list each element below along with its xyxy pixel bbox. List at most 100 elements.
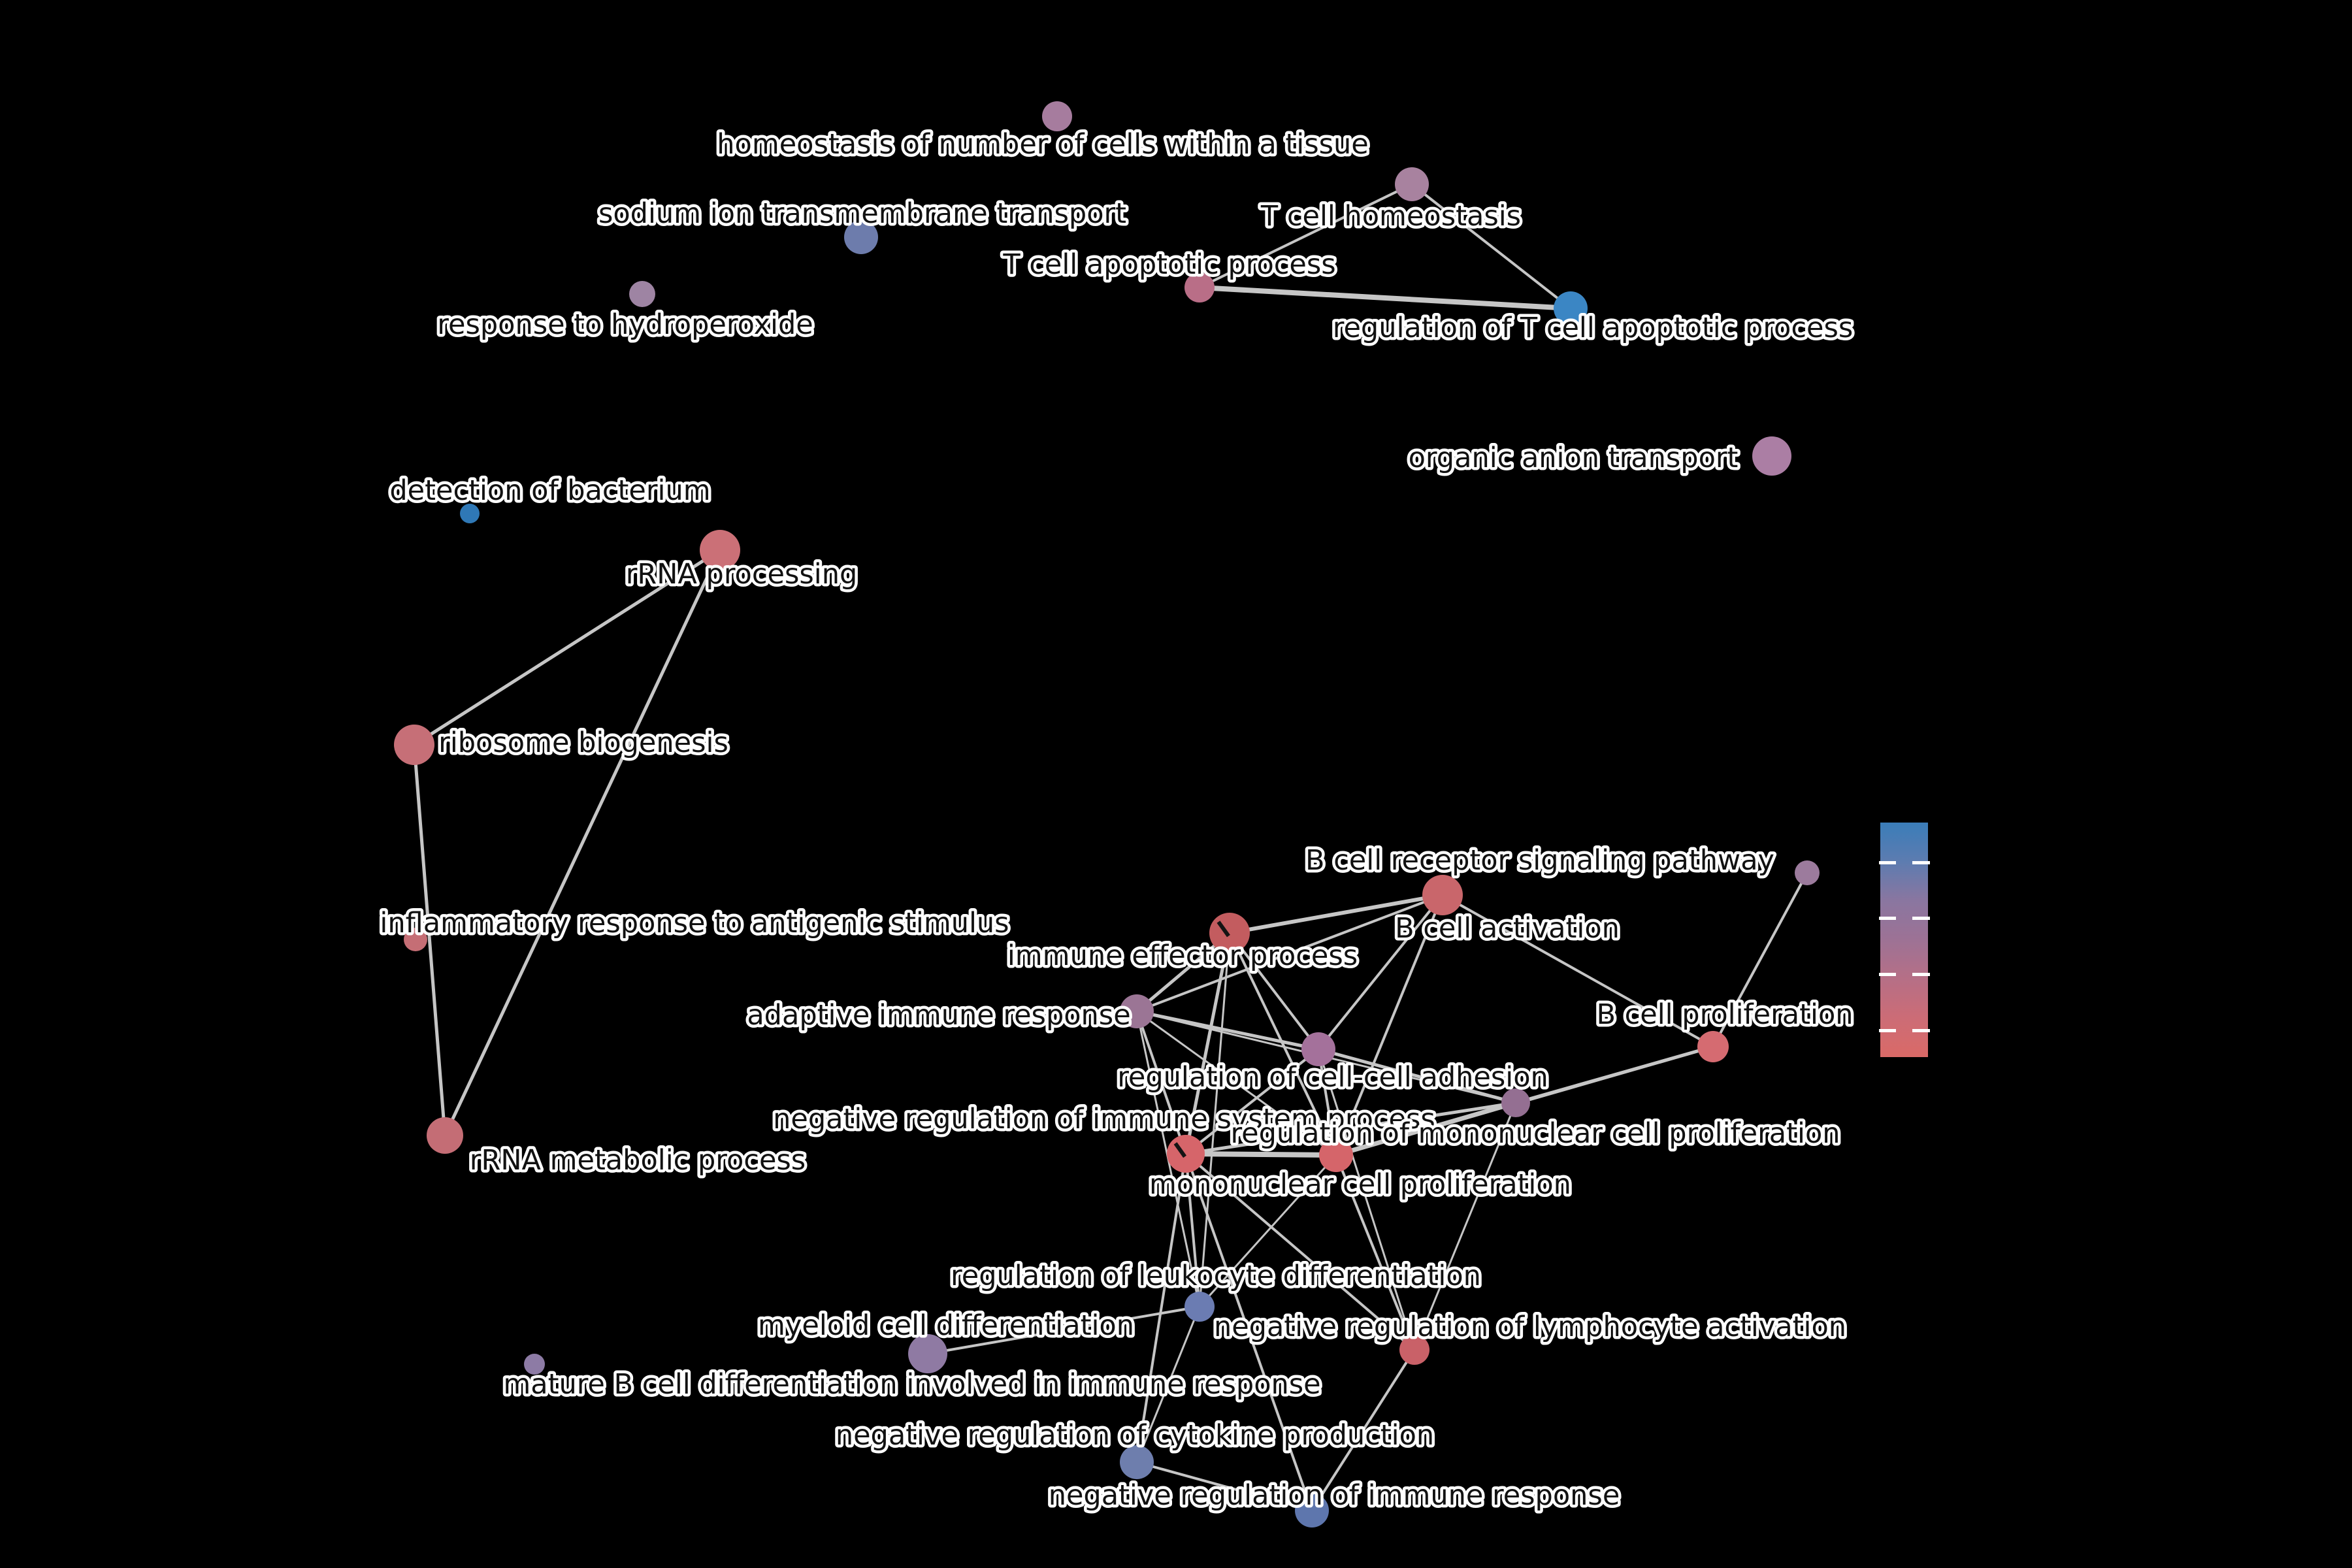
graph-node-organic [1752, 436, 1791, 476]
node-label-ribosome: ribosome biogenesis [438, 727, 728, 759]
node-label-neg_sys: negative regulation of immune system pro… [773, 1103, 1435, 1135]
graph-node-adaptive [1120, 994, 1154, 1028]
edges-layer [412, 183, 1808, 1512]
graph-node-t_apopt [1184, 272, 1215, 302]
graph-edge-mono-neg_lymph [1335, 1154, 1416, 1350]
node-label-bcr: B cell receptor signaling pathway [1305, 844, 1774, 877]
graph-edge-b_act-immune_eff [1229, 893, 1443, 935]
node-label-b_act: B cell activation [1395, 912, 1620, 945]
graph-node-hydro [629, 281, 655, 307]
graph-edge-b_act-reg_adh [1317, 894, 1444, 1051]
node-label-sodium: sodium ion transmembrane transport [598, 197, 1126, 230]
node-label-t_apopt: T cell apoptotic process [1002, 248, 1335, 281]
graph-node-reg_t_apopt [1554, 291, 1588, 325]
graph-edge-reg_adh-mono [1317, 1049, 1337, 1156]
node-label-rrna_proc: rRNA processing [626, 558, 858, 591]
graph-edge-reg_adh-neg_sys [1184, 1048, 1320, 1155]
node-label-neg_cyto: negative regulation of cytokine producti… [836, 1419, 1434, 1452]
node-label-detect_bact: detection of bacterium [389, 474, 710, 507]
graph-edge-immune_eff-mono [1228, 932, 1337, 1156]
graph-edge-rrna_proc-rrna_metab [443, 549, 722, 1137]
node-label-neg_lymph: negative regulation of lymphocyte activa… [1214, 1311, 1846, 1343]
node-label-reg_mono: regulation of mononuclear cell prolifera… [1230, 1117, 1840, 1150]
node-label-homeo_tissue: homeostasis of number of cells within a … [717, 128, 1368, 161]
graph-edge-bcr-b_prolif [1712, 872, 1808, 1047]
graph-edge-reg_adh-neg_lymph [1317, 1049, 1416, 1350]
graph-node-homeo_tissue [1042, 101, 1072, 131]
graph-edge-mono-reg_leuk [1198, 1154, 1337, 1308]
colorbar-tick-left-0 [1879, 861, 1896, 865]
graph-edge-reg_mono-b_prolif [1515, 1045, 1714, 1105]
graph-node-neg_lymph [1399, 1335, 1429, 1365]
graph-node-reg_leuk [1184, 1292, 1215, 1322]
graph-edge-t_homeo-reg_t_apopt [1411, 183, 1572, 310]
graph-node-mono [1319, 1138, 1353, 1172]
node-label-mature_b: mature B cell differentiation involved i… [503, 1368, 1320, 1401]
colorbar-gradient [1880, 823, 1928, 1057]
graph-edge-t_apopt-reg_t_apopt [1199, 285, 1571, 311]
graph-node-mature_b [524, 1354, 545, 1375]
graph-edge-neg_lymph-neg_resp [1311, 1348, 1416, 1512]
graph-edge-neg_sys-neg_lymph [1184, 1152, 1416, 1351]
colorbar-tick-right-0 [1912, 861, 1930, 865]
graph-edge-adaptive-neg_sys [1135, 1011, 1187, 1154]
node-label-rrna_metab: rRNA metabolic process [470, 1144, 806, 1177]
graph-node-neg_sys [1167, 1135, 1205, 1173]
graph-node-sodium [844, 220, 878, 254]
graph-edge-reg_leuk-neg_cyto [1135, 1306, 1201, 1463]
graph-node-detect_bact [460, 504, 480, 523]
graph-edge-neg_sys-mono [1185, 1151, 1337, 1158]
node-label-inflam: inflammatory response to antigenic stimu… [380, 907, 1009, 939]
node-label-b_prolif: B cell proliferation [1596, 998, 1853, 1031]
node-label-hydro: response to hydroperoxide [437, 308, 813, 341]
node-label-t_homeo: T cell homeostasis [1260, 200, 1521, 233]
graph-node-rrna_metab [427, 1117, 463, 1154]
graph-edge-adaptive-mono [1136, 1010, 1337, 1156]
graph-edge-b_act-mono [1335, 894, 1444, 1156]
graph-edge-ribosome-rrna_metab [412, 744, 447, 1136]
colorbar-tick-left-3 [1879, 1029, 1896, 1033]
colorbar-tick-right-2 [1912, 972, 1930, 976]
graph-node-b_act [1422, 875, 1463, 915]
graph-node-neg_cyto [1120, 1445, 1154, 1479]
graph-node-ribosome [394, 725, 434, 765]
graph-edge-neg_cyto-neg_resp [1136, 1461, 1313, 1512]
pvalue-colorbar-legend [1879, 823, 1930, 1057]
node-label-adaptive: adaptive immune response [747, 999, 1130, 1032]
graph-edge-reg_leuk-myeloid [927, 1305, 1200, 1355]
node-label-reg_adh: regulation of cell-cell adhesion [1117, 1061, 1548, 1094]
graph-node-rrna_proc [700, 530, 740, 570]
graph-node-reg_mono [1501, 1088, 1530, 1117]
graph-edge-immune_eff-reg_leuk [1198, 932, 1231, 1307]
colorbar-tick-right-1 [1912, 917, 1930, 921]
node-edge-stub [1217, 921, 1230, 938]
node-label-organic: organic anion transport [1409, 442, 1739, 474]
graph-node-myeloid [908, 1334, 947, 1373]
graph-node-t_homeo [1395, 167, 1429, 201]
graph-edge-t_homeo-t_apopt [1199, 183, 1413, 289]
colorbar-tick-left-2 [1879, 972, 1896, 976]
graph-edge-neg_sys-neg_resp [1184, 1153, 1313, 1511]
node-label-mono: mononuclear cell proliferation [1149, 1168, 1571, 1201]
colorbar-tick-left-1 [1879, 917, 1896, 921]
labels-layer: homeostasis of number of cells within a … [377, 125, 1856, 1515]
graph-edge-rrna_proc-ribosome [413, 548, 721, 747]
node-edge-stub [1173, 1142, 1186, 1158]
graph-edge-immune_eff-reg_adh [1228, 932, 1320, 1051]
nodes-layer [394, 101, 1820, 1527]
node-label-neg_resp: negative regulation of immune response [1049, 1479, 1620, 1512]
node-label-reg_leuk: regulation of leukocyte differentiation [951, 1260, 1481, 1292]
graph-edge-reg_mono-neg_lymph [1413, 1102, 1517, 1350]
graph-node-inflam [404, 928, 427, 951]
node-label-myeloid: myeloid cell differentiation [758, 1309, 1134, 1342]
graph-node-neg_resp [1295, 1494, 1329, 1527]
graph-node-b_prolif [1697, 1031, 1729, 1062]
graph-edge-reg_adh-reg_mono [1318, 1047, 1516, 1105]
graph-edge-neg_sys-reg_leuk [1184, 1153, 1201, 1307]
node-label-immune_eff: immune effector process [1007, 939, 1358, 972]
graph-edge-immune_eff-neg_sys [1184, 932, 1232, 1154]
graph-edge-neg_sys-neg_cyto [1135, 1153, 1187, 1463]
graph-node-bcr [1795, 860, 1820, 885]
